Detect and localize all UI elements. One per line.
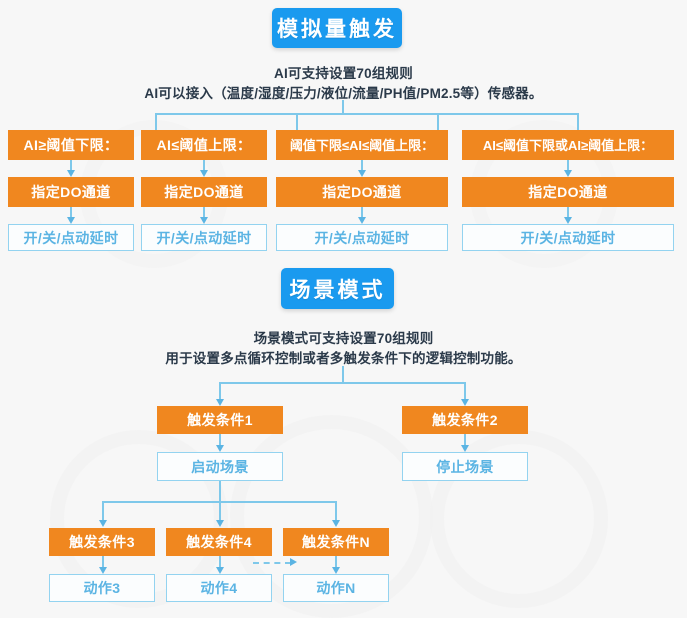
analog-branch-line-2 xyxy=(296,113,298,130)
analog-do-channel-box-2[interactable]: 指定DO通道 xyxy=(141,177,267,207)
scene-section-banner: 场景模式 xyxy=(281,268,394,309)
scene-action-box-start[interactable]: 启动场景 xyxy=(157,452,283,481)
scene-lower-branch-2 xyxy=(219,501,221,523)
scene-trigger-box-n[interactable]: 触发条件N xyxy=(283,528,389,556)
analog-connector-3a xyxy=(361,160,363,172)
scene-branch-line-right xyxy=(464,382,466,402)
arrow-down-icon xyxy=(331,520,340,527)
arrow-down-icon xyxy=(98,520,107,527)
analog-action-box-4[interactable]: 开/关/点动延时 xyxy=(462,224,674,251)
scene-trigger-box-4[interactable]: 触发条件4 xyxy=(166,528,272,556)
scene-desc-line-1: 场景模式可支持设置70组规则 xyxy=(253,331,434,346)
scene-action-box-3[interactable]: 动作3 xyxy=(49,574,155,602)
analog-desc-line-2: AI可以接入（温度/湿度/压力/液位/流量/PH值/PM2.5等）传感器。 xyxy=(144,86,543,101)
arrow-down-icon xyxy=(331,567,340,574)
arrow-down-icon xyxy=(215,520,224,527)
scene-trigger-box-3[interactable]: 触发条件3 xyxy=(49,528,155,556)
arrow-right-icon xyxy=(290,557,297,566)
arrow-down-icon xyxy=(215,445,224,452)
scene-desc-line-2: 用于设置多点循环控制或者多触发条件下的逻辑控制功能。 xyxy=(165,351,522,366)
analog-section-banner: 模拟量触发 xyxy=(272,8,402,48)
analog-condition-box-3[interactable]: 阈值下限≤AI≤阈值上限： xyxy=(276,130,448,160)
arrow-down-icon xyxy=(199,217,208,224)
scene-branch-line-left xyxy=(219,382,221,402)
arrow-down-icon xyxy=(215,399,224,406)
arrow-down-icon xyxy=(563,170,572,177)
scene-lower-trunk-line xyxy=(219,481,221,502)
arrow-down-icon xyxy=(460,399,469,406)
scene-connector-n xyxy=(335,556,337,569)
arrow-down-icon xyxy=(98,567,107,574)
analog-desc-line-1: AI可支持设置70组规则 xyxy=(274,66,413,81)
arrow-down-icon xyxy=(357,217,366,224)
scene-lower-branch-1 xyxy=(102,501,104,523)
arrow-down-icon xyxy=(66,217,75,224)
analog-condition-box-2[interactable]: AI≤阈值上限： xyxy=(141,130,267,160)
ellipsis-dashed-connector xyxy=(253,562,291,564)
analog-branch-line-3 xyxy=(437,113,439,130)
arrow-down-icon xyxy=(563,217,572,224)
analog-connector-1a xyxy=(70,160,72,172)
arrow-down-icon xyxy=(460,445,469,452)
analog-bus-line xyxy=(155,113,579,115)
analog-connector-3b xyxy=(361,207,363,219)
arrow-down-icon xyxy=(215,567,224,574)
analog-action-box-3[interactable]: 开/关/点动延时 xyxy=(276,224,448,251)
analog-connector-1b xyxy=(70,207,72,219)
analog-do-channel-box-4[interactable]: 指定DO通道 xyxy=(462,177,674,207)
analog-connector-4b xyxy=(567,207,569,219)
scene-trigger-box-2[interactable]: 触发条件2 xyxy=(402,406,528,434)
scene-lower-branch-3 xyxy=(335,501,337,523)
scene-connector-2 xyxy=(464,434,466,447)
analog-action-box-1[interactable]: 开/关/点动延时 xyxy=(8,224,134,251)
analog-branch-line-4 xyxy=(577,113,579,130)
analog-connector-2b xyxy=(203,207,205,219)
scene-connector-1 xyxy=(219,434,221,447)
analog-connector-4a xyxy=(567,160,569,172)
scene-connector-3 xyxy=(102,556,104,569)
scene-action-box-4[interactable]: 动作4 xyxy=(166,574,272,602)
arrow-down-icon xyxy=(66,170,75,177)
scene-action-box-n[interactable]: 动作N xyxy=(283,574,389,602)
analog-connector-2a xyxy=(203,160,205,172)
analog-action-box-2[interactable]: 开/关/点动延时 xyxy=(141,224,267,251)
analog-condition-box-4[interactable]: AI≤阈值下限或AI≥阈值上限： xyxy=(462,130,674,160)
analog-do-channel-box-1[interactable]: 指定DO通道 xyxy=(8,177,134,207)
analog-condition-box-1[interactable]: AI≥阈值下限： xyxy=(8,130,134,160)
arrow-down-icon xyxy=(199,170,208,177)
scene-trigger-box-1[interactable]: 触发条件1 xyxy=(157,406,283,434)
scene-bus-line xyxy=(219,382,466,384)
scene-connector-4 xyxy=(219,556,221,569)
arrow-down-icon xyxy=(357,170,366,177)
analog-branch-line-1 xyxy=(155,113,157,130)
scene-trunk-line xyxy=(342,366,344,383)
analog-trunk-line xyxy=(342,100,344,114)
analog-do-channel-box-3[interactable]: 指定DO通道 xyxy=(276,177,448,207)
scene-action-box-stop[interactable]: 停止场景 xyxy=(402,452,528,481)
